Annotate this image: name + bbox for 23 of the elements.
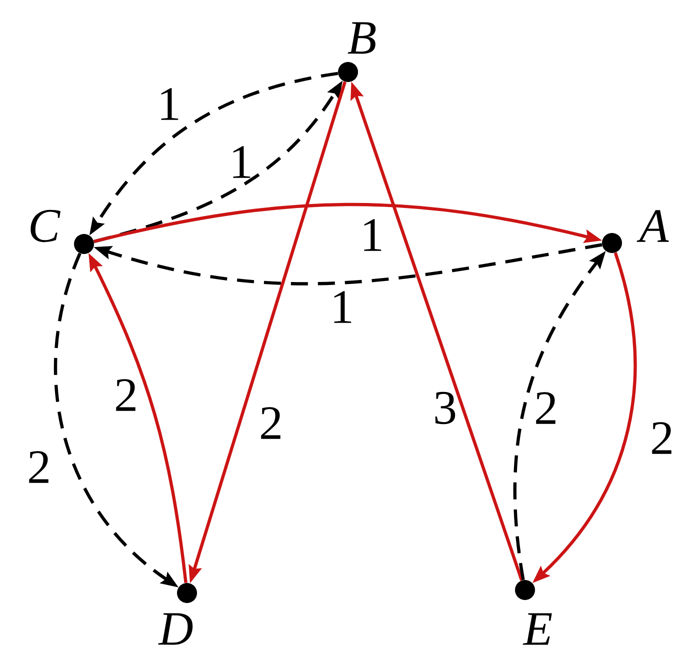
dashed-arrow bbox=[94, 243, 602, 286]
edge-label: 1 bbox=[364, 219, 382, 251]
arrow bbox=[88, 253, 188, 584]
dashed-arrow bbox=[54, 252, 178, 588]
arrow bbox=[532, 252, 637, 584]
edge-label: 2 bbox=[261, 407, 280, 439]
arrow bbox=[188, 81, 347, 584]
arrow bbox=[94, 202, 602, 244]
edge-label: 1 bbox=[233, 146, 250, 178]
edge-label: 2 bbox=[116, 379, 136, 411]
vertex-label: E bbox=[522, 613, 552, 645]
edge-label: 1 bbox=[161, 88, 178, 120]
edge-label: 1 bbox=[334, 291, 352, 323]
vertex-label: B bbox=[348, 22, 376, 54]
vertex-label: A bbox=[636, 210, 669, 242]
edge-label: 3 bbox=[435, 392, 456, 424]
edge-label: 2 bbox=[652, 422, 672, 454]
arrow bbox=[350, 82, 524, 581]
dashed-arrow bbox=[513, 251, 606, 580]
edge-label: 2 bbox=[29, 451, 48, 483]
vertex-label: D bbox=[158, 613, 193, 645]
edge-label: 2 bbox=[536, 392, 556, 424]
vertex-label: C bbox=[30, 210, 60, 242]
